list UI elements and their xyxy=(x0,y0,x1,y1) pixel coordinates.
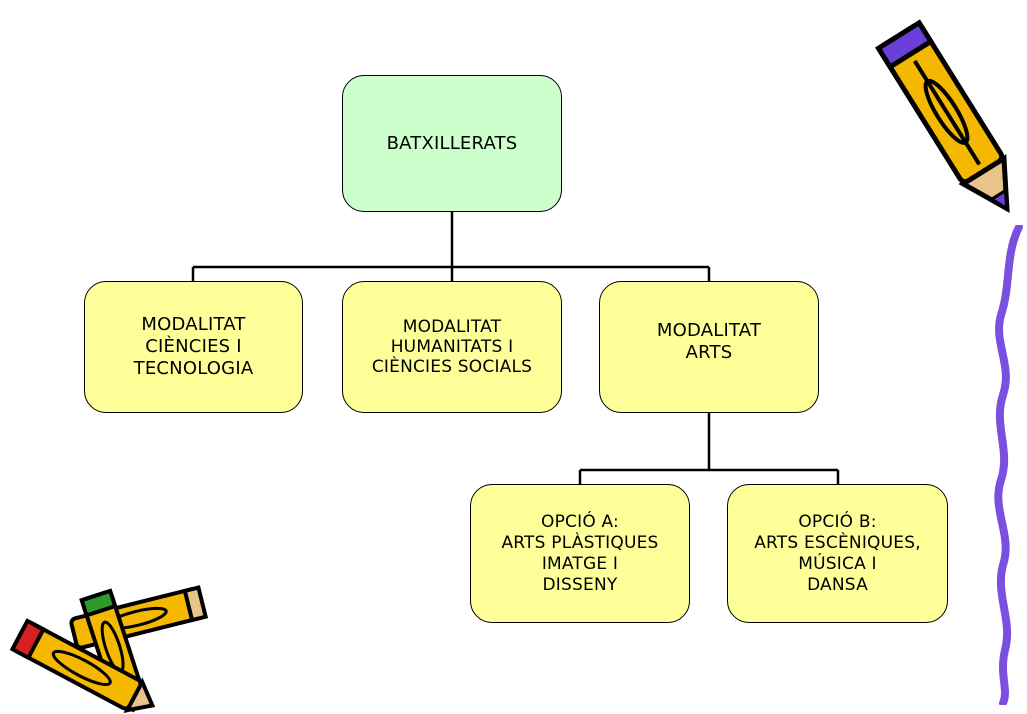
node-modalitat-ciencies-label: MODALITAT CIÈNCIES I TECNOLOGIA xyxy=(133,314,254,379)
node-opcio-a-label: OPCIÓ A: ARTS PLÀSTIQUES IMATGE I DISSEN… xyxy=(501,511,659,595)
pencil-icon xyxy=(875,19,1010,213)
node-root: BATXILLERATS xyxy=(342,75,562,212)
node-opcio-a: OPCIÓ A: ARTS PLÀSTIQUES IMATGE I DISSEN… xyxy=(470,484,690,623)
squiggle-line xyxy=(994,225,1023,705)
node-opcio-b: OPCIÓ B: ARTS ESCÈNIQUES, MÚSICA I DANSA xyxy=(727,484,948,623)
crossed-pencils-icon xyxy=(9,585,209,713)
node-modalitat-arts-label: MODALITAT ARTS xyxy=(656,320,762,363)
node-opcio-b-label: OPCIÓ B: ARTS ESCÈNIQUES, MÚSICA I DANSA xyxy=(754,511,921,595)
node-modalitat-humanitats: MODALITAT HUMANITATS I CIÈNCIES SOCIALS xyxy=(342,281,562,413)
node-modalitat-ciencies: MODALITAT CIÈNCIES I TECNOLOGIA xyxy=(84,281,303,413)
node-modalitat-humanitats-label: MODALITAT HUMANITATS I CIÈNCIES SOCIALS xyxy=(371,317,533,377)
node-root-label: BATXILLERATS xyxy=(386,132,518,154)
node-modalitat-arts: MODALITAT ARTS xyxy=(599,281,819,413)
